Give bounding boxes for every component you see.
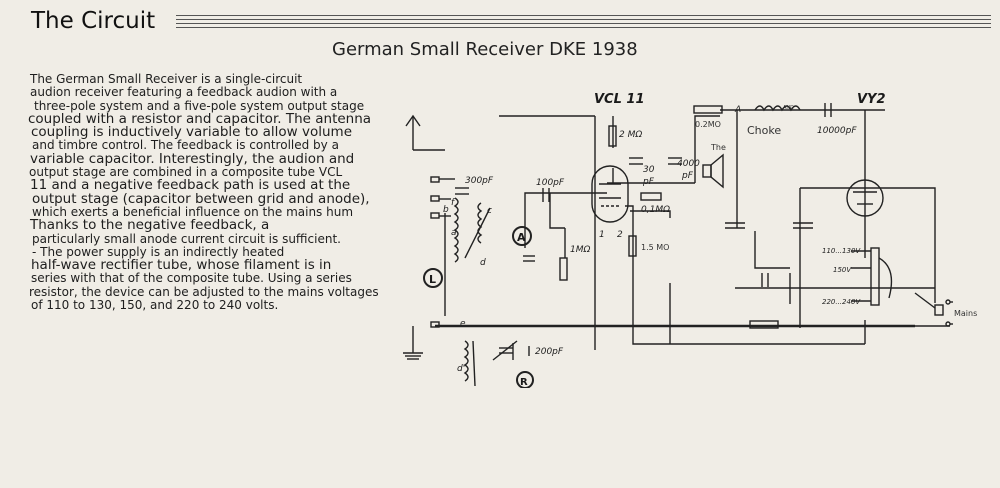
description-line: and timbre control. The feedback is cont…: [32, 138, 339, 153]
r-2mohm-label: 2 MΩ: [619, 130, 642, 140]
description-line: three-pole system and a five-pole system…: [34, 98, 365, 113]
vcl11-label: VCL 11: [594, 92, 645, 107]
antenna-icon: [405, 114, 445, 151]
c-300pf-label: 300pF: [465, 176, 494, 186]
mains-switch-icon: [914, 292, 953, 327]
description-line: of 110 to 130, 150, and 220 to 240 volts…: [31, 298, 279, 313]
description-line: particularly small anode current circuit…: [32, 231, 341, 246]
capacitor-icons: [455, 103, 832, 360]
description-line: 11 and a negative feedback path is used …: [30, 177, 351, 194]
description-line: series with that of the composite tube. …: [31, 271, 352, 286]
r-15mo-label: 1.5 MO: [641, 243, 669, 252]
tap-d-label: d: [480, 258, 486, 268]
ground-icon: [403, 326, 423, 360]
mains-label: Mains: [954, 309, 977, 318]
description-line: variable capacitor. Interestingly, the a…: [30, 150, 355, 167]
tap-d2-label: d': [457, 364, 465, 374]
tap-110-130-label: 110...130V: [822, 247, 861, 255]
choke-label: Choke: [747, 124, 781, 137]
pin-1-label: 1: [599, 230, 605, 240]
description-line: audion receiver featuring a feedback aud…: [30, 85, 338, 100]
tap-e-label: e: [460, 319, 466, 329]
description-text: The German Small Receiver is a single-ci…: [26, 72, 381, 313]
pin-2-label: 2: [617, 230, 623, 240]
description-line: output stage are combined in a composite…: [29, 165, 343, 180]
description-line: coupling is inductively variable to allo…: [31, 124, 353, 141]
tap-a-label: a: [451, 228, 457, 238]
tap-c-label: c: [487, 206, 492, 216]
description-line: coupled with a resistor and capacitor. T…: [28, 110, 372, 127]
description-line: output stage (capacitor between grid and…: [32, 190, 370, 207]
r-01mohm-label: 0,1MΩ: [641, 205, 670, 215]
antenna-coil-icon: [453, 197, 491, 263]
feedback-coil-icon: [463, 340, 476, 387]
terminal-icons: [430, 176, 455, 328]
c-200pf-label: 200pF: [535, 347, 564, 357]
c-10000pf-label: 10000pF: [817, 126, 857, 136]
description-line: resistor, the device can be adjusted to …: [29, 284, 379, 299]
series-resistor-icon: [851, 247, 893, 306]
vy2-label: VY2: [857, 92, 886, 107]
vy2-tube-icon: [846, 179, 884, 217]
vcl11-tube-icon: [591, 165, 629, 223]
meter-l-letter: L: [429, 273, 436, 286]
tap-220-240-label: 220...240V: [822, 298, 861, 306]
description-line: The German Small Receiver is a single-ci…: [30, 72, 303, 86]
diagram-title: German Small Receiver DKE 1938: [332, 39, 638, 60]
speaker-icon: [702, 153, 724, 189]
r-1mohm-label: 1MΩ: [570, 245, 590, 255]
meter-a-letter: A: [517, 231, 526, 244]
meter-l-icon: L: [423, 268, 443, 288]
tap-150-label: 150V: [833, 266, 852, 274]
and-label: AND: [783, 105, 794, 111]
circuit-schematic: VCL 11 VY2 2 MΩ 0.2MO A AND Choke 10000p…: [403, 92, 977, 388]
c-100pf-label: 100pF: [536, 178, 565, 188]
meter-r-letter: R: [520, 377, 528, 388]
description-line: - The power supply is an indirectly heat…: [32, 244, 285, 259]
speaker-label: The: [710, 143, 726, 152]
c-4000pf-label-bottom: pF: [681, 171, 694, 181]
r-02mo-label: 0.2MO: [695, 120, 721, 129]
description-line: which exerts a beneficial influence on t…: [32, 204, 354, 219]
description-line: half-wave rectifier tube, whose filament…: [31, 257, 332, 274]
c-30pf-label-top: 30: [643, 165, 655, 175]
node-a-label: A: [734, 105, 741, 115]
resistor-icons: [559, 105, 779, 329]
description-line: Thanks to the negative feedback, a: [30, 217, 270, 234]
meter-a-icon: A: [512, 226, 532, 246]
tap-b-label: b: [443, 205, 449, 215]
wiring: [444, 109, 936, 350]
page-title: The Circuit: [31, 8, 156, 34]
c-30pf-label-bottom: pF: [642, 177, 655, 187]
choke-icon: [754, 105, 801, 112]
tap-f-label: f: [451, 198, 456, 208]
header-rule: [176, 15, 991, 29]
meter-r-icon: R: [516, 371, 534, 388]
c-4000pf-label-top: 4000: [677, 159, 700, 169]
